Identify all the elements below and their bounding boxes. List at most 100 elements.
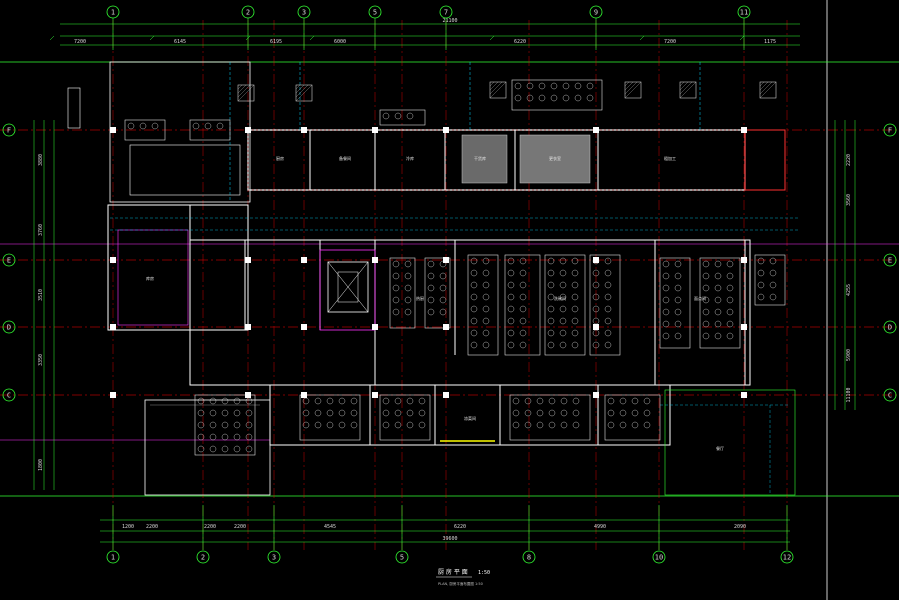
burner [548,421,556,429]
burner [245,433,253,441]
equipment-block [604,394,661,441]
dimension-value: 6145 [174,39,186,45]
burner [714,332,722,340]
burner [392,272,400,280]
burner [536,421,544,429]
hatch-line [489,81,503,95]
equipment-block [511,79,603,111]
structural-column [245,257,251,263]
burner [514,82,522,90]
burner [406,112,414,120]
burner [643,421,651,429]
dimension-value: 1175 [764,39,776,45]
axis-label: 5 [373,9,377,17]
axis-bubble [2,253,16,267]
burner [562,94,570,102]
structural-column [301,257,307,263]
burner [757,293,765,301]
burner [439,284,447,292]
burner [439,308,447,316]
burner [559,293,567,301]
burner [726,320,734,328]
burner [526,82,534,90]
burner [314,397,322,405]
burner [702,332,710,340]
drawing-note: PLAN, 厨房平面布置图 1:50 [438,581,483,586]
structural-column [372,392,378,398]
burner [571,257,579,265]
burner [559,341,567,349]
burner [404,272,412,280]
burner [769,293,777,301]
burner [607,397,615,405]
room-label: 库房 [146,275,154,281]
burner [470,341,478,349]
axis-bubble [780,550,794,564]
equipment-block [544,254,586,356]
axis-label: F [888,127,892,135]
dimension-value: 1800 [38,459,44,471]
dimension-value: 4990 [594,524,606,530]
burner [714,284,722,292]
burner [550,94,558,102]
axis-label: C [7,392,11,400]
burner [326,421,334,429]
structural-column [741,324,747,330]
burner [216,122,224,130]
burner [757,269,765,277]
burner [482,293,490,301]
axis-label: 12 [783,554,791,562]
axis-bubble [522,550,536,564]
burner [536,409,544,417]
burner [559,257,567,265]
equipment-block [124,119,166,141]
structural-column [593,392,599,398]
burner [714,320,722,328]
dimension-value: 2200 [204,524,216,530]
burner [559,281,567,289]
burner [404,296,412,304]
burner [524,397,532,405]
burner [572,397,580,405]
burner [245,445,253,453]
burner [314,409,322,417]
dimension-tick [489,35,495,41]
burner [547,317,555,325]
structural-column [301,324,307,330]
room-label: 凉菜间 [464,415,476,421]
burner [674,332,682,340]
burner [604,269,612,277]
room-label: 粗加工 [664,155,676,161]
burner [221,409,229,417]
burner [221,433,229,441]
burner [197,409,205,417]
room-label: 冷库 [406,155,414,161]
burner [757,281,765,289]
hatch-line [624,81,638,95]
burner [197,397,205,405]
burner [662,260,670,268]
burner [574,94,582,102]
burner [482,281,490,289]
burner [550,82,558,90]
burner [470,305,478,313]
dimension-value: 4545 [324,524,336,530]
burner [559,317,567,325]
hatch-line [489,81,499,91]
burner [607,421,615,429]
burner [209,397,217,405]
burner [571,293,579,301]
burner [547,281,555,289]
burner [209,421,217,429]
structural-column [593,127,599,133]
axis-label: 1 [111,554,115,562]
axis-bubble [883,253,897,267]
burner [592,281,600,289]
structural-column [110,392,116,398]
equipment-block [699,257,741,349]
burner [512,397,520,405]
burner [536,397,544,405]
burner [470,257,478,265]
dimension-value: 3350 [38,354,44,366]
